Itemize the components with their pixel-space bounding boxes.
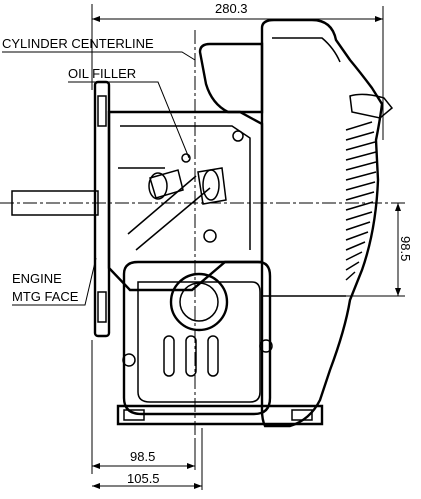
dimension-mtg-face-to-cylinder: 98.5 [91, 340, 196, 474]
recoil-housing-inner [272, 37, 341, 63]
dimension-mtg-face-to-edge: 105.5 [92, 428, 203, 490]
muffler [122, 260, 272, 416]
muffler-vent-slots [163, 335, 219, 377]
label-engine-mtg-face-line2: MTG FACE [12, 289, 79, 304]
crankcase-inner-edge [120, 125, 251, 250]
crankcase-bolt-3 [181, 153, 191, 163]
recoil-housing [260, 18, 384, 428]
muffler-outlet-inner [179, 282, 219, 322]
muffler-outlet-outer [169, 272, 229, 332]
crankcase-rib [127, 175, 197, 235]
engine-body [11, 18, 394, 428]
dimension-shaft-to-base-value: 98.5 [398, 236, 413, 261]
output-shaft [11, 190, 99, 216]
muffler-bolt-right [259, 339, 273, 353]
dimension-mtg-face-to-cylinder-value: 98.5 [130, 449, 155, 464]
dimension-overall-width-value: 280.3 [215, 1, 248, 16]
dimension-overall-width: 280.3 [91, 1, 384, 140]
label-cylinder-centerline: CYLINDER CENTERLINE [2, 36, 196, 61]
engine-base-foot-right [291, 409, 313, 421]
oil-filler-plug [197, 167, 227, 205]
oil-filler-plug-head [202, 169, 220, 201]
label-oil-filler-text: OIL FILLER [68, 66, 136, 81]
recoil-starter-handle [349, 93, 394, 119]
muffler-bolt-left [122, 353, 136, 367]
oil-filler-cap [148, 172, 168, 200]
crankcase-bolt-1 [203, 229, 217, 243]
label-cylinder-centerline-text: CYLINDER CENTERLINE [2, 36, 154, 51]
flange-bolt-top [97, 95, 107, 127]
flange-bolt-bottom [97, 291, 107, 323]
oil-filler-neck [149, 169, 184, 199]
label-engine-mtg-face: ENGINE MTG FACE [12, 257, 97, 306]
muffler-inner [137, 281, 261, 403]
engine-base [116, 404, 324, 426]
engine-base-foot-left [123, 409, 145, 421]
dimension-mtg-face-to-edge-value: 105.5 [127, 471, 160, 486]
crankcase-rib-2 [135, 187, 211, 251]
dimension-shaft-to-base: 98.5 [340, 203, 413, 297]
mounting-flange [93, 80, 111, 338]
crankcase-bolt-2 [232, 130, 244, 142]
top-cover [198, 42, 264, 114]
housing-cooling-fins [345, 121, 377, 281]
label-engine-mtg-face-line1: ENGINE [12, 271, 62, 286]
